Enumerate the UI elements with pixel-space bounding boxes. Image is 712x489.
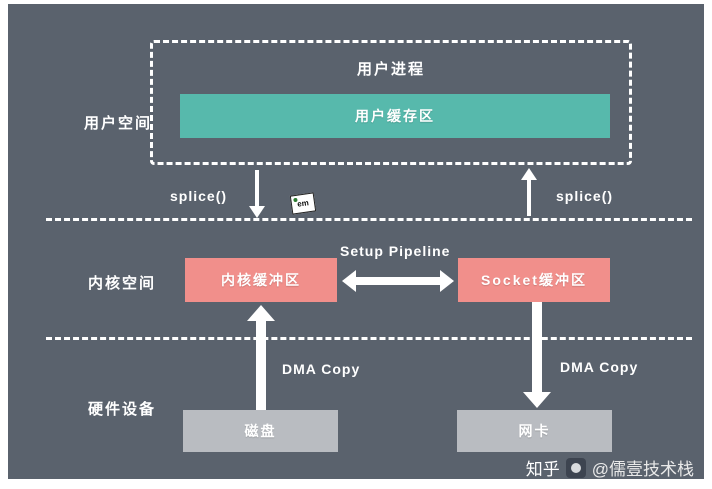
dma-copy-right-label: DMA Copy <box>560 359 639 375</box>
socket-buffer-node: Socket缓冲区 <box>458 258 610 302</box>
watermark-brand: 知乎 <box>525 460 560 479</box>
splice-left-label: splice() <box>170 188 228 204</box>
diagram-background <box>8 4 704 479</box>
splice-right-label: splice() <box>556 188 614 204</box>
dma-copy-left-label: DMA Copy <box>282 361 361 377</box>
section-label-kernel-space: 内核空间 <box>88 275 157 292</box>
dma-down-arrow <box>523 302 551 408</box>
disk-node: 磁盘 <box>183 410 338 452</box>
section-label-hardware: 硬件设备 <box>88 401 157 418</box>
broken-image-text: em <box>296 197 310 209</box>
kernel-buffer-node: 内核缓冲区 <box>185 258 337 302</box>
user-process-label: 用户进程 <box>356 61 425 78</box>
splice-up-arrow <box>521 168 537 216</box>
setup-pipeline-label: Setup Pipeline <box>340 243 451 259</box>
section-label-user-space: 用户空间 <box>84 115 153 132</box>
nic-node: 网卡 <box>457 410 612 452</box>
pipeline-double-arrow <box>342 270 454 292</box>
user-buffer-node: 用户缓存区 <box>180 94 610 138</box>
broken-image-icon: em <box>289 192 317 215</box>
separator-user-kernel <box>46 218 692 221</box>
watermark: 知乎 @儒壹技术栈 <box>526 455 694 480</box>
splice-down-arrow <box>249 170 265 218</box>
watermark-logo-icon <box>565 457 586 478</box>
dma-up-arrow <box>247 305 275 410</box>
user-process-box <box>150 40 632 165</box>
separator-kernel-hardware <box>46 337 692 340</box>
watermark-handle: @儒壹技术栈 <box>591 460 694 479</box>
